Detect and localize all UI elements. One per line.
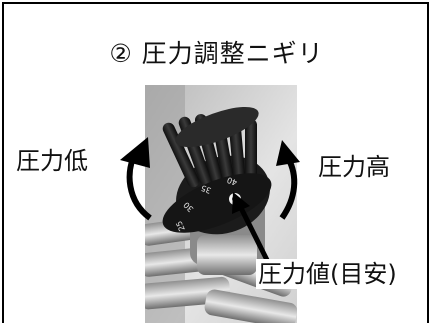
pointer-arrow-icon	[232, 192, 271, 264]
dial-mark-40: 40	[226, 175, 239, 187]
dial-mark-25: 25	[174, 219, 186, 232]
label-pressure-low: 圧力低	[16, 147, 88, 175]
figure-title: ② 圧力調整ニギリ	[109, 39, 324, 68]
label-pressure-value: 圧力値(目安)	[256, 259, 399, 289]
curved-arrow-low-icon	[120, 137, 152, 221]
label-pressure-high: 圧力高	[318, 153, 390, 181]
dial-mark-35: 35	[200, 183, 213, 195]
curved-arrow-high-icon	[276, 140, 300, 220]
